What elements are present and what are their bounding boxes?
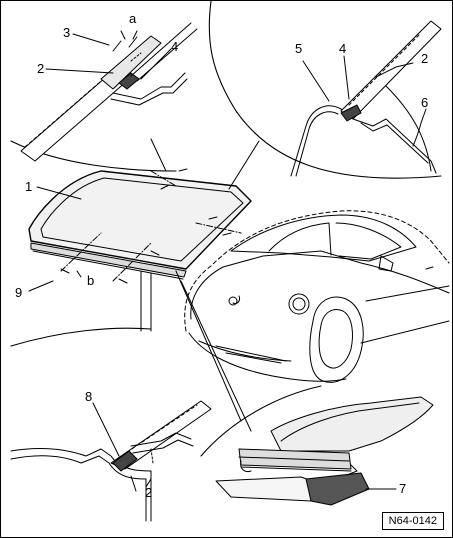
callout-5: 5 [295,41,302,56]
callout-leaders [28,186,82,292]
windshield-glass [28,138,260,432]
callout-4-right: 4 [339,41,346,56]
callout-4-top: 4 [171,39,178,54]
detail-bottom-left [10,400,212,522]
detail-top-right [290,20,442,177]
reference-code: N64-0142 [381,512,444,530]
callout-2-bottom: 2 [145,485,152,500]
car-body [184,210,450,383]
callout-2-top: 2 [37,61,44,76]
callout-labels: 3 a 2 4 5 4 2 6 1 9 b 8 2 7 [15,11,428,500]
callout-9: 9 [15,285,22,300]
callout-8: 8 [85,389,92,404]
callout-b: b [87,273,94,288]
callout-a: a [129,11,137,26]
callout-3: 3 [63,25,70,40]
callout-6: 6 [421,95,428,110]
section-dividers [10,1,442,457]
callout-2-right: 2 [421,51,428,66]
callout-1: 1 [25,179,32,194]
callout-7: 7 [399,481,406,496]
detail-top-left [20,22,198,162]
detail-bottom-right [215,396,434,506]
